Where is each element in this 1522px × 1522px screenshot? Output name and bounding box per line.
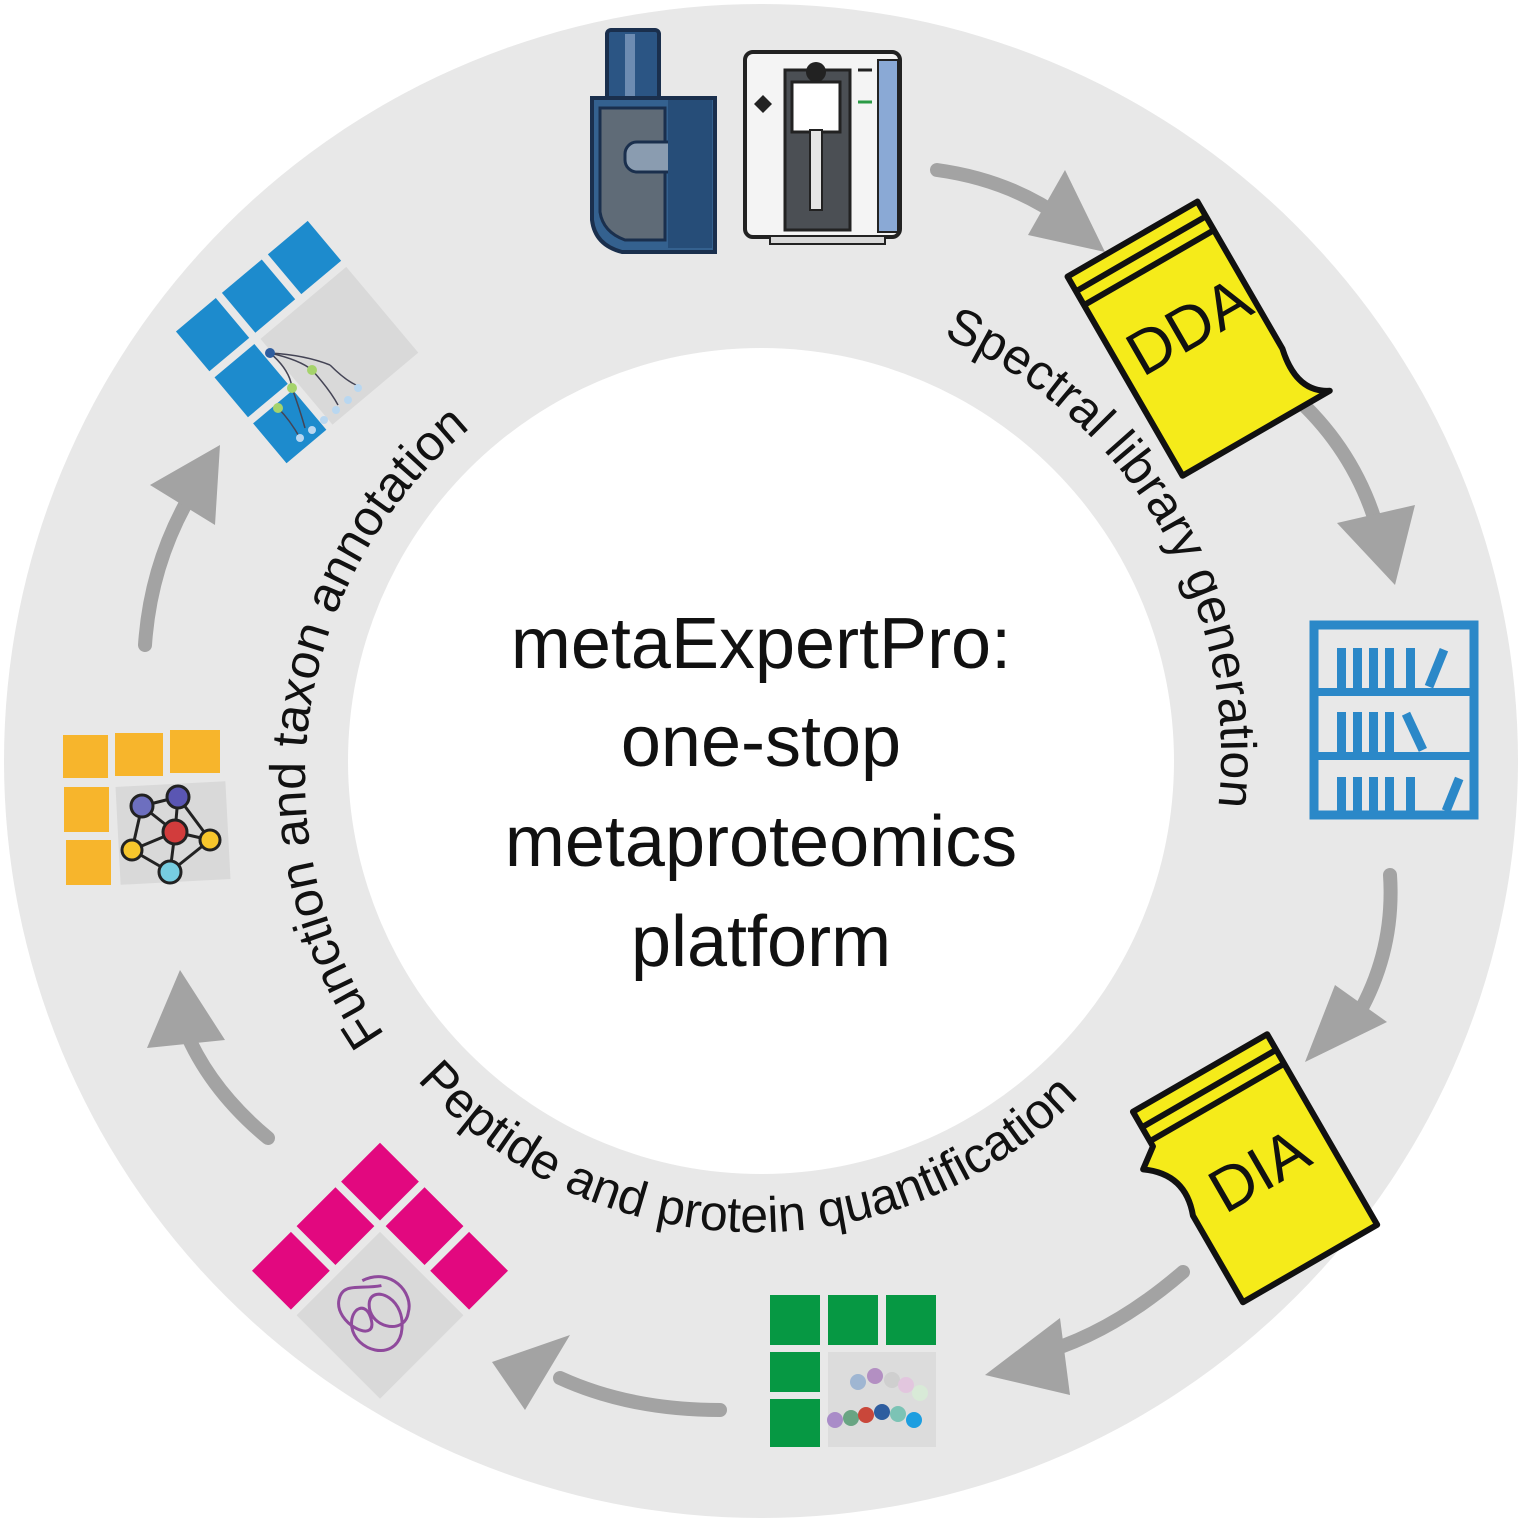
network-grid-icon	[63, 730, 231, 885]
cycle-arrows	[138, 163, 1415, 1417]
spectral-library-bookshelf-icon	[1309, 620, 1479, 820]
arrow-protein-to-network	[147, 970, 275, 1145]
spectrometer-right	[743, 50, 902, 245]
title-line-1: metaExpertPro:	[511, 604, 1011, 684]
arrow-library-to-dia	[1305, 868, 1398, 1062]
arrow-ms-to-dda	[930, 163, 1105, 252]
arrow-dda-to-library	[1286, 388, 1415, 585]
arrow-peptide-to-protein	[492, 1335, 727, 1417]
center-title: metaExpertPro: one-stop metaproteomics p…	[505, 604, 1017, 982]
mass-spectrometer-icon	[590, 28, 902, 254]
spectrometer-left	[590, 28, 717, 254]
dda-file-icon: DDA	[1064, 198, 1333, 479]
peptide-quant-grid-icon	[770, 1295, 936, 1447]
title-line-4: platform	[631, 902, 891, 982]
arrow-network-to-taxon	[138, 445, 220, 652]
taxon-tree-nodes	[265, 348, 362, 442]
inner-circle	[348, 348, 1174, 1174]
taxon-tree-grid-icon	[175, 220, 419, 464]
title-line-2: one-stop	[621, 702, 901, 782]
arrow-dia-to-peptide	[985, 1265, 1190, 1395]
title-line-3: metaproteomics	[505, 802, 1017, 882]
dia-file-icon: DIA	[1129, 1031, 1381, 1306]
